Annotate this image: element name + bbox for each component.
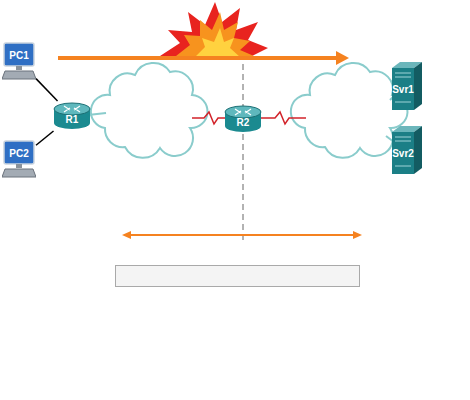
explosion-burst — [176, 12, 254, 56]
node-label: R2 — [224, 117, 262, 128]
explosion-burst — [195, 28, 240, 57]
node-label: Svr2 — [392, 148, 414, 159]
pc-icon-outline — [2, 42, 36, 80]
router-icon: R1 — [53, 101, 91, 131]
span-arrow — [130, 234, 354, 236]
pc-icon: PC2 — [2, 140, 36, 178]
node-label: Svr1 — [392, 84, 414, 95]
node-label: PC1 — [2, 50, 36, 61]
ethernet-link — [36, 79, 58, 101]
cloud-link — [88, 113, 106, 115]
arrow-head — [353, 231, 362, 239]
empty-text-box — [116, 266, 360, 287]
pc-icon: PC1 — [2, 42, 36, 80]
server-icon: Svr2 — [392, 126, 422, 174]
explosion-burst — [160, 2, 268, 56]
serial-link — [192, 112, 228, 124]
arrow-head — [122, 231, 131, 239]
ethernet-link — [36, 131, 54, 145]
wan-cloud — [291, 63, 408, 158]
arrow-head — [336, 51, 349, 65]
node-label: PC2 — [2, 148, 36, 159]
wan-cloud — [91, 63, 208, 158]
router-icon: R2 — [224, 104, 262, 134]
serial-link — [260, 112, 306, 124]
node-label: R1 — [53, 114, 91, 125]
traffic-arrow — [58, 56, 338, 60]
server-icon: Svr1 — [392, 62, 422, 110]
boundary-dashed-line — [243, 64, 244, 242]
pc-icon-outline — [2, 140, 36, 178]
